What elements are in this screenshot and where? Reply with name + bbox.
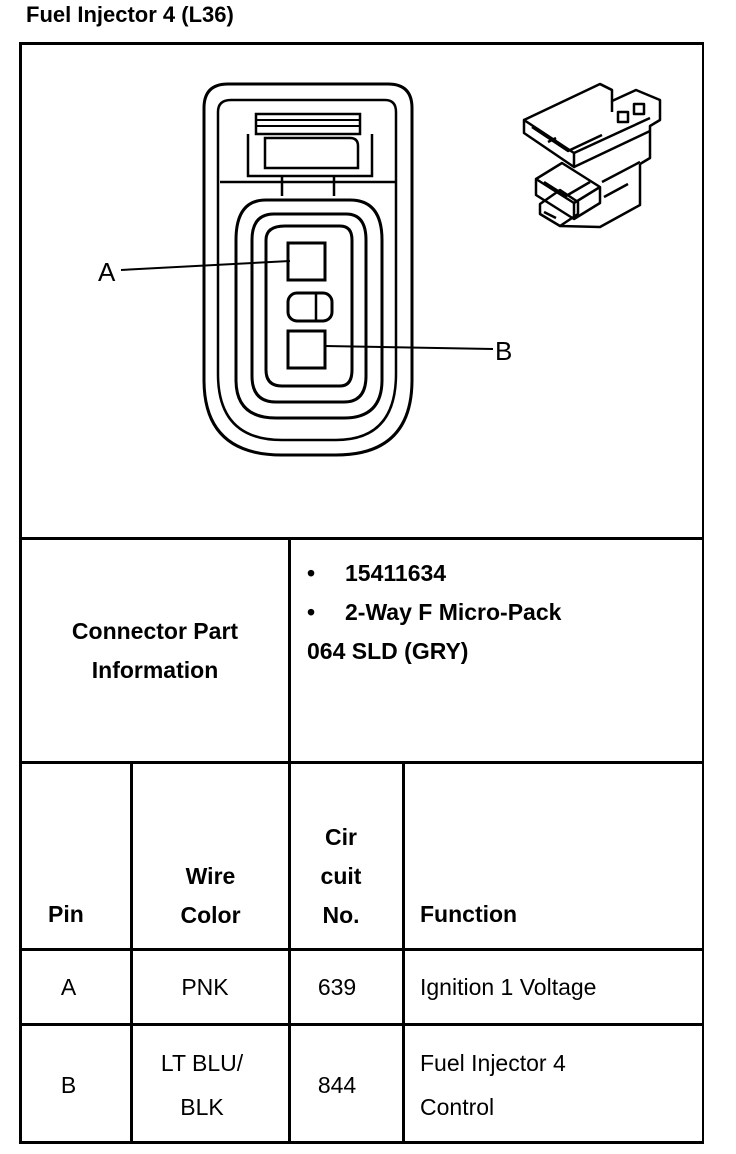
header-circuit-number: Cir cuit No. bbox=[291, 818, 391, 935]
terminal-info: 064 SLD (GRY) bbox=[307, 638, 469, 664]
row-function-line1: Fuel Injector 4 bbox=[420, 1050, 566, 1076]
header-pin: Pin bbox=[48, 895, 84, 934]
connector-info-label: Connector Part Information bbox=[22, 612, 288, 690]
header-function-label: Function bbox=[420, 901, 518, 927]
row-circuit: 844 bbox=[317, 1071, 357, 1098]
table-row-a-circuit: 639 bbox=[291, 951, 383, 1023]
connector-part-number: 15411634 bbox=[345, 560, 447, 586]
divider bbox=[288, 537, 291, 1144]
bullet-icon: • bbox=[307, 599, 316, 625]
header-circuit-line3: No. bbox=[322, 902, 360, 928]
header-function: Function bbox=[420, 895, 517, 934]
page-title: Fuel Injector 4 (L36) bbox=[26, 2, 234, 27]
table-row-b-pin: B bbox=[22, 1026, 115, 1144]
row-pin: B bbox=[60, 1071, 77, 1098]
divider bbox=[19, 1023, 704, 1026]
divider bbox=[402, 761, 405, 1144]
row-function-line2: Control bbox=[420, 1094, 495, 1120]
bullet-icon: • bbox=[307, 560, 316, 586]
table-row-b-circuit: 844 bbox=[291, 1026, 383, 1144]
row-circuit: 639 bbox=[317, 973, 357, 1000]
pin-b-label: B bbox=[495, 336, 513, 366]
header-wire-color: Wire Color bbox=[133, 857, 288, 935]
row-wire-line1: PNK bbox=[181, 973, 229, 1000]
header-pin-label: Pin bbox=[48, 901, 84, 927]
row-wire-line1: LT BLU/ bbox=[160, 1050, 244, 1076]
connector-description: 2-Way F Micro-Pack bbox=[345, 599, 562, 625]
connector-info-label-line2: Information bbox=[91, 657, 219, 683]
connector-info-values: • 15411634 • 2-Way F Micro-Pack 064 SLD … bbox=[307, 554, 697, 671]
header-circuit-line1: Cir bbox=[325, 824, 357, 850]
connector-face-diagram bbox=[120, 82, 662, 457]
table-row-a-pin: A bbox=[22, 951, 115, 1023]
header-wire-line2: Color bbox=[180, 902, 241, 928]
header-circuit-line2: cuit bbox=[320, 863, 362, 889]
divider bbox=[19, 948, 704, 951]
table-row-b-wire-color: LT BLU/ BLK bbox=[133, 1026, 271, 1144]
connector-info-label-line1: Connector Part bbox=[71, 618, 239, 644]
list-item: • 2-Way F Micro-Pack bbox=[307, 593, 697, 632]
divider bbox=[19, 761, 704, 764]
header-wire-line1: Wire bbox=[185, 863, 236, 889]
connector-table-frame bbox=[19, 42, 704, 1144]
table-row-a-wire-color: PNK bbox=[133, 951, 277, 1023]
table-row-a-function: Ignition 1 Voltage bbox=[420, 951, 596, 1023]
connector-isometric-icon bbox=[522, 82, 662, 229]
pin-a-label: A bbox=[98, 257, 116, 287]
divider bbox=[19, 537, 704, 540]
row-wire-line2: BLK bbox=[180, 1094, 224, 1120]
table-row-b-function: Fuel Injector 4 Control bbox=[420, 1026, 566, 1144]
row-pin: A bbox=[60, 973, 77, 1000]
divider bbox=[130, 761, 133, 1144]
list-item: • 15411634 bbox=[307, 554, 697, 593]
row-function-line1: Ignition 1 Voltage bbox=[420, 973, 597, 1000]
